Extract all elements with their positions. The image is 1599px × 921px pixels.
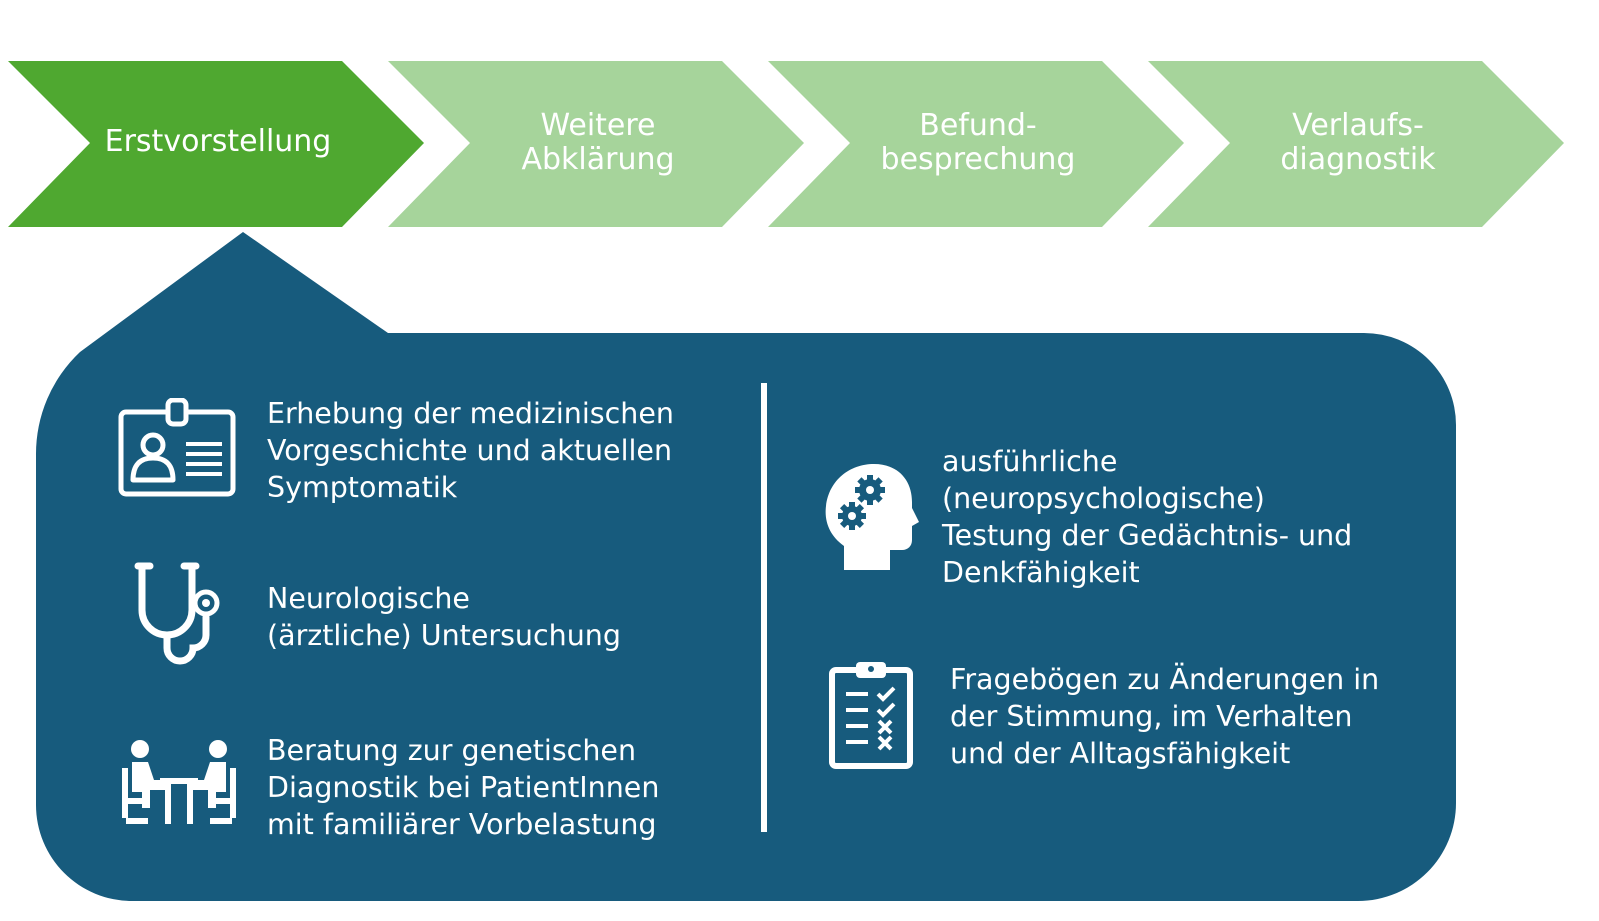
item-neurological-exam: Neurologische (ärztliche) Untersuchung (267, 580, 621, 654)
brain-gears-icon (825, 464, 919, 570)
consultation-icon (122, 740, 236, 824)
step-label-line: Abklärung (521, 142, 675, 177)
clipboard-checklist-icon (829, 662, 913, 769)
stethoscope-icon (134, 562, 220, 665)
step-label-line: besprechung (880, 142, 1076, 177)
item-line: Beratung zur genetischen (267, 734, 637, 767)
item-neuropsych-testing: ausführliche (neuropsychologische) Testu… (942, 443, 1352, 591)
item-genetic-counseling: Beratung zur genetischen Diagnostik bei … (267, 732, 659, 843)
step-label-line: diagnostik (1280, 142, 1436, 177)
item-line: der Stimmung, im Verhalten (950, 700, 1353, 733)
item-line: Neurologische (267, 582, 470, 615)
item-line: Testung der Gedächtnis- und (942, 519, 1353, 552)
step-label-line: Erstvorstellung (104, 124, 332, 159)
step-label-befundbesprechung: Befund- besprechung (816, 109, 1140, 177)
step-4-chevron (1148, 61, 1564, 227)
step-label-weitere-abklaerung: Weitere Abklärung (436, 109, 760, 177)
item-line: Vorgeschichte und aktuellen (267, 434, 673, 467)
item-line: Fragebögen zu Änderungen in (950, 663, 1380, 696)
item-medical-history: Erhebung der medizinischen Vorgeschichte… (267, 395, 674, 506)
step-label-erstvorstellung: Erstvorstellung (56, 125, 380, 159)
step-label-verlaufsdiagnostik: Verlaufs- diagnostik (1196, 109, 1520, 177)
item-line: mit familiärer Vorbelastung (267, 808, 657, 841)
item-line: (ärztliche) Untersuchung (267, 619, 621, 652)
step-1-chevron (8, 61, 424, 227)
detail-panel (35, 232, 1456, 901)
item-line: und der Alltagsfähigkeit (950, 737, 1291, 770)
item-line: Symptomatik (267, 471, 458, 504)
item-line: Denkfähigkeit (942, 556, 1140, 589)
item-questionnaires: Fragebögen zu Änderungen in der Stimmung… (950, 661, 1379, 772)
id-card-icon (118, 398, 236, 497)
item-line: (neuropsychologische) (942, 482, 1265, 515)
step-label-line: Verlaufs- (1292, 108, 1424, 143)
step-3-chevron (768, 61, 1184, 227)
step-2-chevron (388, 61, 804, 227)
step-label-line: Weitere (540, 108, 656, 143)
item-line: Erhebung der medizinischen (267, 397, 674, 430)
item-line: ausführliche (942, 445, 1118, 478)
step-label-line: Befund- (919, 108, 1037, 143)
item-line: Diagnostik bei PatientInnen (267, 771, 660, 804)
